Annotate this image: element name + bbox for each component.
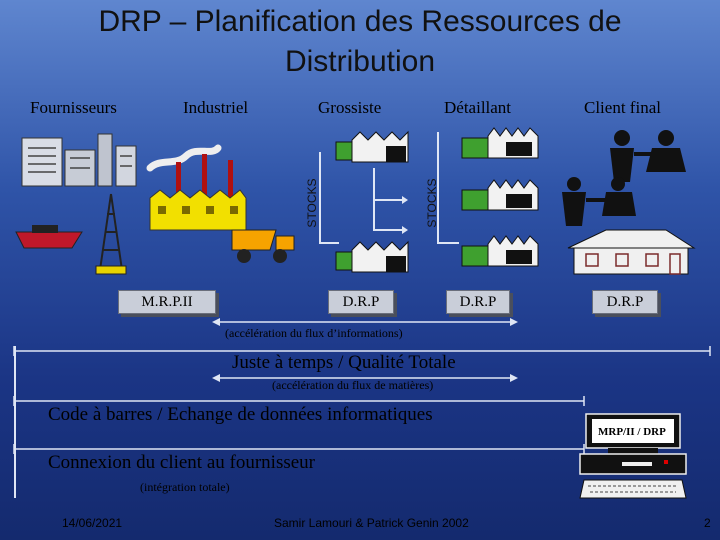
left-bracket-line — [14, 346, 16, 498]
system-drp-grossiste: D.R.P — [328, 290, 394, 314]
warehouse-grossiste-top-icon — [335, 130, 409, 163]
flow-line-grossiste — [319, 152, 321, 242]
actor-client-final: Client final — [584, 98, 661, 117]
actor-industriel: Industriel — [183, 98, 249, 117]
ship-icon — [15, 225, 83, 249]
computer-label: MRP/II / DRP — [598, 426, 666, 438]
dump-truck-icon — [231, 229, 295, 263]
shop-detaillant-1-icon — [461, 127, 539, 159]
slide-title: DRP – Planification des Ressources de Di… — [98, 5, 622, 78]
supplier-factory-icon — [21, 133, 137, 187]
note-acceleration-info: (accélération du flux d’informations) — [225, 326, 403, 340]
flow-line-grossiste-out — [319, 242, 339, 244]
customer-couple-icon — [610, 130, 686, 182]
house-icon — [567, 229, 696, 275]
note-code-barres: Code à barres / Echange de données infor… — [48, 404, 433, 425]
note-integration: (intégration totale) — [140, 480, 230, 494]
system-drp-client: D.R.P — [592, 290, 658, 314]
footer-page-number: 2 — [704, 516, 711, 530]
footer-date: 14/06/2021 — [62, 516, 123, 530]
flow-arrow-grossiste — [373, 168, 408, 234]
computer-icon — [579, 413, 687, 499]
matter-flow-arrow — [212, 374, 518, 382]
warehouse-grossiste-bottom-icon — [335, 240, 409, 273]
actor-grossiste: Grossiste — [318, 98, 382, 117]
shop-detaillant-2-icon — [461, 179, 539, 211]
note-juste-a-temps: Juste à temps / Qualité Totale — [232, 352, 456, 373]
flow-line-detaillant — [437, 132, 439, 242]
shop-detaillant-3-icon — [461, 235, 539, 267]
stocks-label-grossiste: STOCKS — [305, 178, 319, 228]
flow-line-detaillant-out — [437, 242, 459, 244]
system-drp-detaillant: D.R.P — [446, 290, 510, 314]
footer-authors: Samir Lamouri & Patrick Genin 2002 — [274, 516, 469, 530]
customer-family-icon — [562, 177, 636, 226]
actor-fournisseurs: Fournisseurs — [30, 98, 117, 117]
industrial-factory-icon — [146, 144, 247, 231]
info-flow-arrow — [212, 318, 518, 326]
note-acceleration-matieres: (accélération du flux de matières) — [272, 378, 434, 392]
note-connexion: Connexion du client au fournisseur — [48, 452, 316, 473]
system-mrp2: M.R.P.II — [118, 290, 216, 314]
oil-derrick-icon — [95, 193, 127, 275]
actor-detaillant: Détaillant — [444, 98, 512, 117]
